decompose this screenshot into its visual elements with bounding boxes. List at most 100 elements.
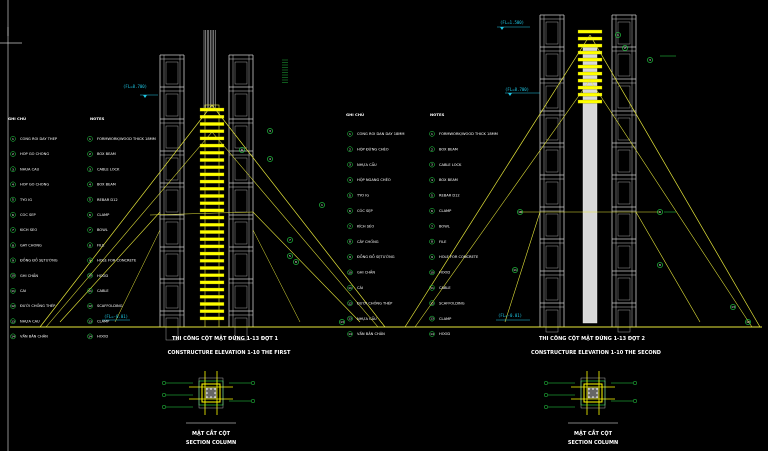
elevation2-tower-left-panel — [545, 149, 559, 173]
elevation1-clamp — [199, 208, 225, 213]
elevation2-tower-left-panel — [545, 245, 559, 269]
elevation2-brace — [589, 79, 753, 328]
section1-formwork — [201, 383, 221, 403]
legend-left-vn-bubble — [10, 166, 16, 172]
section2-rebar — [588, 392, 590, 394]
legend-left-vn-bubble-number: 1 — [12, 137, 14, 141]
elevation1-brace — [211, 131, 379, 328]
section1-rebar — [214, 392, 216, 394]
legend-mid-en-item: BOWL — [439, 224, 450, 228]
elevation1-clamp — [199, 151, 225, 155]
elevation2-tower-right-panel — [617, 117, 631, 141]
legend-mid-en-item: HOOD — [439, 332, 450, 336]
callout-number: 9 — [659, 210, 661, 214]
elevation1-clamp — [199, 223, 225, 227]
legend-mid-en-bubble-number: 13 — [430, 317, 434, 321]
legend-mid-vn-bubble-number: 14 — [348, 332, 352, 336]
legend-left-en-bubble — [87, 166, 93, 172]
legend-mid-en-item: CLAMP — [439, 317, 452, 321]
legend-mid-vn-bubble — [347, 208, 353, 214]
legend-left-vn-bubble — [10, 303, 16, 309]
legend-left-en-header: NOTES — [90, 116, 105, 121]
legend-left-en-item: SCAFFOLDING — [97, 304, 123, 308]
elevation1-title-en: CONSTRUCTURE ELEVATION 1-10 THE FIRST — [168, 350, 291, 356]
legend-mid-vn-bubble-number: 13 — [348, 317, 352, 321]
legend-left-en-item: CABLE LOCK — [97, 167, 120, 171]
elevation1-tower-left-panel — [165, 285, 179, 309]
legend-left-vn-item: ĐỒNG ĐỒ SẸTƯỜNG — [20, 258, 58, 263]
legend-mid-vn-header: GHI CHÚ — [346, 112, 364, 117]
elevation1-clamp — [199, 302, 225, 306]
elevation1-tower-left-panel — [165, 221, 179, 245]
section1-callout — [161, 392, 167, 398]
callout-bubble — [287, 237, 293, 243]
legend-mid-vn-item: TYO IG — [356, 194, 369, 198]
legend-mid-vn-bubble-number: 1 — [349, 132, 351, 136]
section1-callout — [161, 380, 167, 386]
elevation2-tower-left-panel — [545, 181, 559, 205]
elevation2-tower-left-panel — [545, 21, 559, 45]
elevation1-shore — [252, 211, 361, 323]
legend-left-vn-item: COC SEP — [20, 213, 37, 217]
legend-left-en-item: HOLE FOR CONCRETE — [97, 259, 137, 263]
elevation1-tower-left-panel — [165, 253, 179, 277]
legend-left-en-bubble — [87, 151, 93, 157]
elevation1-brace — [45, 131, 213, 328]
section2-rebar — [592, 388, 594, 390]
legend-mid-vn-bubble-number: 10 — [348, 271, 352, 275]
elevation2-clamp — [577, 64, 603, 69]
callout-number: 13 — [340, 320, 344, 324]
elevation1-clamp — [199, 143, 225, 148]
elevation2-level-arrow — [508, 93, 512, 96]
section1-concrete — [205, 387, 217, 399]
section1-rebar — [210, 396, 212, 398]
legend-mid-vn-bubble — [347, 161, 353, 168]
legend-mid-en-bubble — [429, 146, 435, 152]
elevation2-shore — [635, 211, 701, 323]
legend-left-vn-item: ĐƯỜI CHỐNG THÉP — [20, 303, 56, 308]
legend-mid-en-bubble-number: 8 — [431, 240, 433, 244]
callout-number: 2 — [624, 46, 626, 50]
section2-rebar — [596, 388, 598, 390]
legend-mid-en-bubble — [429, 269, 435, 276]
legend-mid-en-item: SCAFFOLDING — [439, 301, 465, 305]
legend-left-en-item: CABLE — [97, 289, 109, 293]
legend-left-en-bubble — [87, 288, 93, 294]
elevation1-clamp — [199, 259, 225, 263]
callout-number: 1 — [321, 203, 323, 207]
callout-bubble — [657, 262, 663, 268]
legend-mid-vn-bubble-number: 2 — [349, 147, 351, 151]
legend-mid-vn-bubble-number: 11 — [348, 286, 352, 290]
callout-number: 13 — [731, 305, 735, 309]
elevation1-brace — [211, 104, 386, 328]
section1-title-en: SECTION COLUMN — [186, 440, 236, 446]
section2-title-vn: MẶT CẮT CỘT — [574, 429, 613, 437]
legend-left-vn-bubble-number: 2 — [12, 152, 14, 156]
elevation2-clamp — [577, 92, 603, 97]
section2-callout — [543, 404, 549, 410]
section1-rebar — [206, 388, 208, 390]
elevation1-clamp — [199, 280, 225, 285]
legend-left-vn-bubble-number: 13 — [11, 319, 15, 323]
legend-left-vn-bubble-number: 10 — [11, 274, 15, 278]
elevation2-clamp — [577, 99, 603, 104]
elevation2-tower-left-panel — [545, 277, 559, 301]
elevation2-brace — [414, 79, 591, 328]
section2-rebar — [596, 396, 598, 398]
callout-bubble — [622, 45, 628, 51]
elevation2-level-roof: (FL=1.500) — [500, 20, 524, 25]
legend-mid-en-bubble — [429, 300, 435, 306]
elevation2-tower-right-panel — [617, 85, 631, 109]
legend-mid-en-header: NOTES — [430, 112, 445, 117]
legend-mid-vn-bubble — [347, 146, 353, 152]
legend-left-en-bubble — [87, 196, 93, 203]
legend-mid-vn-bubble — [347, 285, 353, 291]
callout-bubble — [615, 32, 621, 38]
legend-left-vn-bubble — [10, 136, 16, 142]
legend-mid-vn-bubble-number: 7 — [349, 224, 351, 228]
legend-left-en-item: HOOD — [97, 274, 108, 278]
legend-mid-vn-item: VĂN BẢN CHÂN — [357, 331, 385, 336]
legend-left-vn-bubble-number: 3 — [12, 167, 14, 171]
legend-left-en-bubble-number: 11 — [88, 289, 92, 293]
